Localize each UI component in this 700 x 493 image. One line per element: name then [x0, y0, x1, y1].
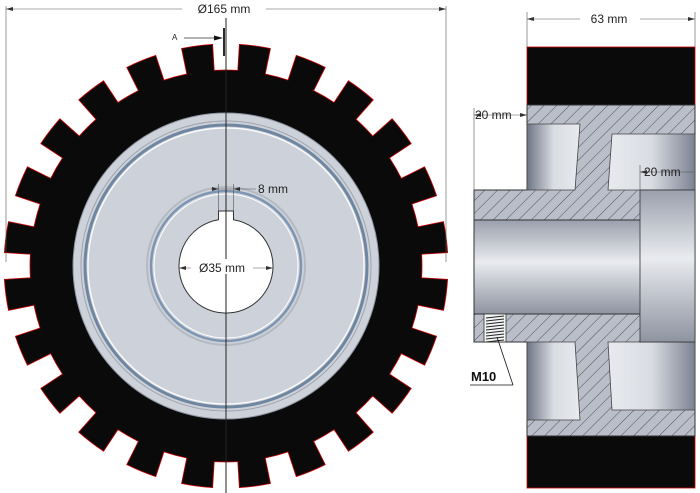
shaft-bore — [473, 219, 643, 315]
hub-depth-right-arrow — [640, 170, 647, 174]
recess-pocket-bottom-left — [526, 341, 581, 421]
hub-depth-left-label: 20 mm — [475, 108, 512, 122]
section-marker-arrow — [214, 35, 223, 41]
thread-line — [485, 321, 505, 325]
width-arrow-left — [527, 17, 534, 21]
thread-lines — [485, 315, 505, 343]
bore-arrow-left — [179, 266, 186, 270]
bore-arrow-right — [266, 266, 273, 270]
thread-line — [485, 318, 505, 322]
width-arrow-right — [688, 17, 695, 21]
outer-diameter-arrow-right — [439, 7, 446, 11]
outer-diameter-arrow-left — [6, 7, 13, 11]
thread-label: M10 — [471, 369, 496, 384]
rubber-band-top — [526, 46, 696, 106]
side-section-view: 63 mm 20 mm 20 mm M10 — [470, 12, 696, 489]
keyway-width-label: 8 mm — [258, 182, 288, 196]
hub-depth-right-label: 20 mm — [644, 165, 681, 179]
keyway-arrow-left — [212, 187, 219, 191]
bore-diameter-label: Ø35 mm — [199, 261, 245, 275]
thread-line — [485, 327, 505, 331]
width-label: 63 mm — [591, 12, 628, 26]
front-view: Ø165 mm A 8 mm Ø35 mm — [3, 2, 449, 493]
thread-line — [485, 333, 505, 337]
thread-leader — [496, 336, 514, 386]
recess-pocket-top-left — [526, 123, 581, 191]
keyway-arrow-right — [233, 187, 240, 191]
thread-line — [485, 324, 505, 328]
outer-diameter-label: Ø165 mm — [198, 2, 251, 16]
keyway-slot — [639, 189, 696, 343]
section-marker: A — [172, 33, 178, 42]
thread-line — [485, 336, 505, 340]
recess-pocket-bottom-right — [607, 341, 696, 411]
recess-pocket-top-right — [607, 133, 696, 191]
thread-line — [485, 315, 505, 319]
hub-depth-left-arrow-a — [474, 113, 481, 117]
hub-depth-left-arrow-b — [520, 113, 527, 117]
thread-line — [485, 330, 505, 334]
rubber-band-bottom — [526, 435, 696, 489]
thread-line — [485, 339, 505, 343]
